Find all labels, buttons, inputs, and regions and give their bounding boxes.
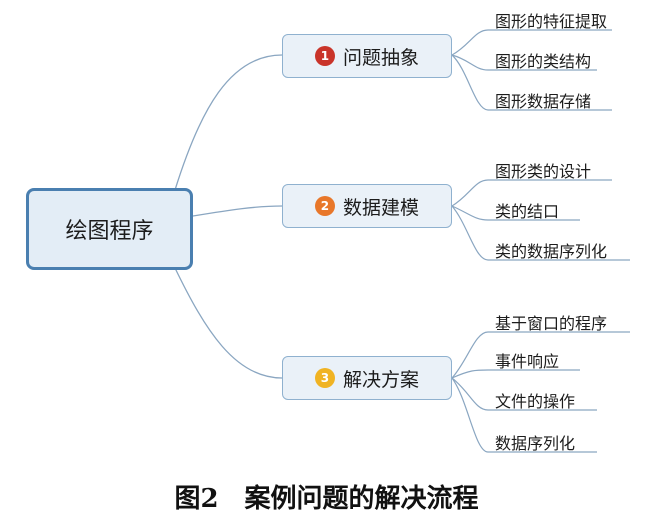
mind-map: 绘图程序 1 问题抽象 图形的特征提取 图形的类结构 图形数据存储 2 数据建模… — [26, 12, 630, 453]
leaf-node[interactable]: 文件的操作 — [495, 392, 576, 411]
figure-caption: 图2 案例问题的解决流程 — [0, 478, 653, 515]
connector-lines — [174, 29, 630, 453]
connector-b1-leaf-3 — [451, 54, 612, 111]
root-node-label: 绘图程序 — [65, 219, 154, 244]
connector-b3-leaf-3 — [451, 377, 597, 411]
connector-b3-leaf-4 — [451, 377, 597, 453]
connector-b1-leaf-2 — [451, 54, 597, 71]
branch-node-2[interactable]: 2 数据建模 — [282, 184, 452, 228]
branch-node-3[interactable]: 3 解决方案 — [282, 356, 452, 400]
leaf-node[interactable]: 类的数据序列化 — [495, 242, 608, 261]
leaf-node[interactable]: 事件响应 — [495, 352, 560, 371]
connector-b2-leaf-3 — [451, 205, 630, 261]
leaf-node[interactable]: 类的结口 — [495, 202, 560, 221]
leaf-node[interactable]: 图形的类结构 — [495, 52, 592, 71]
connector-root-branch-3 — [174, 267, 283, 379]
leaf-node[interactable]: 图形数据存储 — [495, 92, 592, 111]
connector-b1-leaf-1 — [451, 29, 612, 56]
branch-label-1: 问题抽象 — [342, 46, 419, 69]
connector-b2-leaf-2 — [451, 205, 580, 221]
number-badge-1: 1 — [314, 46, 335, 66]
leaf-node[interactable]: 基于窗口的程序 — [495, 314, 608, 333]
branch-label-3: 解决方案 — [342, 368, 419, 391]
connector-b3-leaf-2 — [451, 369, 580, 379]
figure-number: 图2 — [174, 484, 219, 514]
leaf-node[interactable]: 图形类的设计 — [495, 162, 592, 181]
number-badge-3: 3 — [314, 368, 335, 388]
connector-root-branch-1 — [174, 54, 283, 191]
root-node[interactable]: 绘图程序 — [26, 188, 193, 270]
leaf-node[interactable]: 数据序列化 — [495, 434, 576, 453]
connector-root-branch-2 — [192, 205, 283, 217]
leaf-node[interactable]: 图形的特征提取 — [495, 12, 608, 31]
figure-title: 案例问题的解决流程 — [244, 484, 479, 514]
branch-label-2: 数据建模 — [342, 196, 419, 219]
connector-b2-leaf-1 — [451, 179, 612, 207]
connector-b3-leaf-1 — [451, 331, 630, 379]
number-badge-2: 2 — [314, 196, 335, 216]
branch-node-1[interactable]: 1 问题抽象 — [282, 34, 452, 78]
